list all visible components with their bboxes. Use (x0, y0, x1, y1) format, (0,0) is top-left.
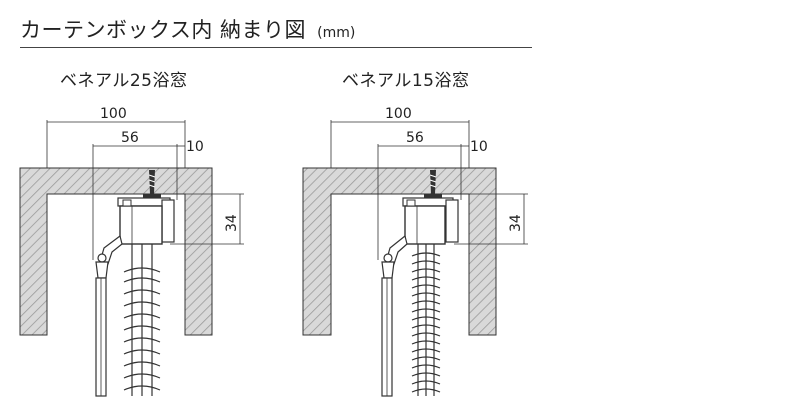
dimension-34-1: 34 (170, 193, 244, 245)
dimension-label-56-1: 56 (121, 130, 139, 146)
diagram-2: 100 56 10 34 (302, 106, 528, 397)
unit-label: (mm) (317, 25, 356, 41)
dimension-label-100-1: 100 (100, 106, 127, 122)
dimension-10-1: 10 (177, 139, 204, 155)
ladder-cord-1 (131, 244, 153, 396)
title-bar: カーテンボックス内 納まり図 (mm) (20, 14, 532, 48)
screw-1 (143, 170, 161, 198)
dimension-56-1: 56 (92, 130, 178, 260)
tilt-wand-2 (381, 277, 393, 397)
dimension-56-2: 56 (377, 130, 462, 260)
dimension-100-2: 100 (330, 106, 470, 168)
curtain-box-1 (19, 167, 213, 336)
page-title: カーテンボックス内 納まり図 (20, 18, 307, 42)
headrail-bracket-2 (402, 197, 459, 245)
dimension-label-56-2: 56 (406, 130, 424, 146)
dimension-10-2: 10 (461, 139, 488, 155)
dimension-label-34-1: 34 (224, 214, 240, 232)
dimension-34-2: 34 (454, 193, 528, 245)
tilt-wand-1 (95, 277, 107, 397)
headrail-bracket-1 (117, 197, 175, 245)
diagram-label-1: ベネアル25浴窓 (60, 71, 188, 91)
tilt-mechanism-2 (381, 234, 408, 279)
slat-stack-2 (411, 252, 441, 393)
dimension-100-1: 100 (46, 106, 186, 168)
dimension-label-10-2: 10 (470, 139, 488, 155)
slat-stack-1 (123, 267, 161, 391)
screw-2 (424, 170, 442, 198)
dimension-label-10-1: 10 (186, 139, 204, 155)
dimension-label-34-2: 34 (508, 214, 524, 232)
tilt-mechanism-1 (95, 234, 123, 279)
curtain-box-2 (302, 167, 497, 336)
diagram-label-2: ベネアル15浴窓 (342, 71, 470, 91)
dimension-label-100-2: 100 (385, 106, 412, 122)
diagram-1: 100 56 10 34 (19, 106, 244, 397)
